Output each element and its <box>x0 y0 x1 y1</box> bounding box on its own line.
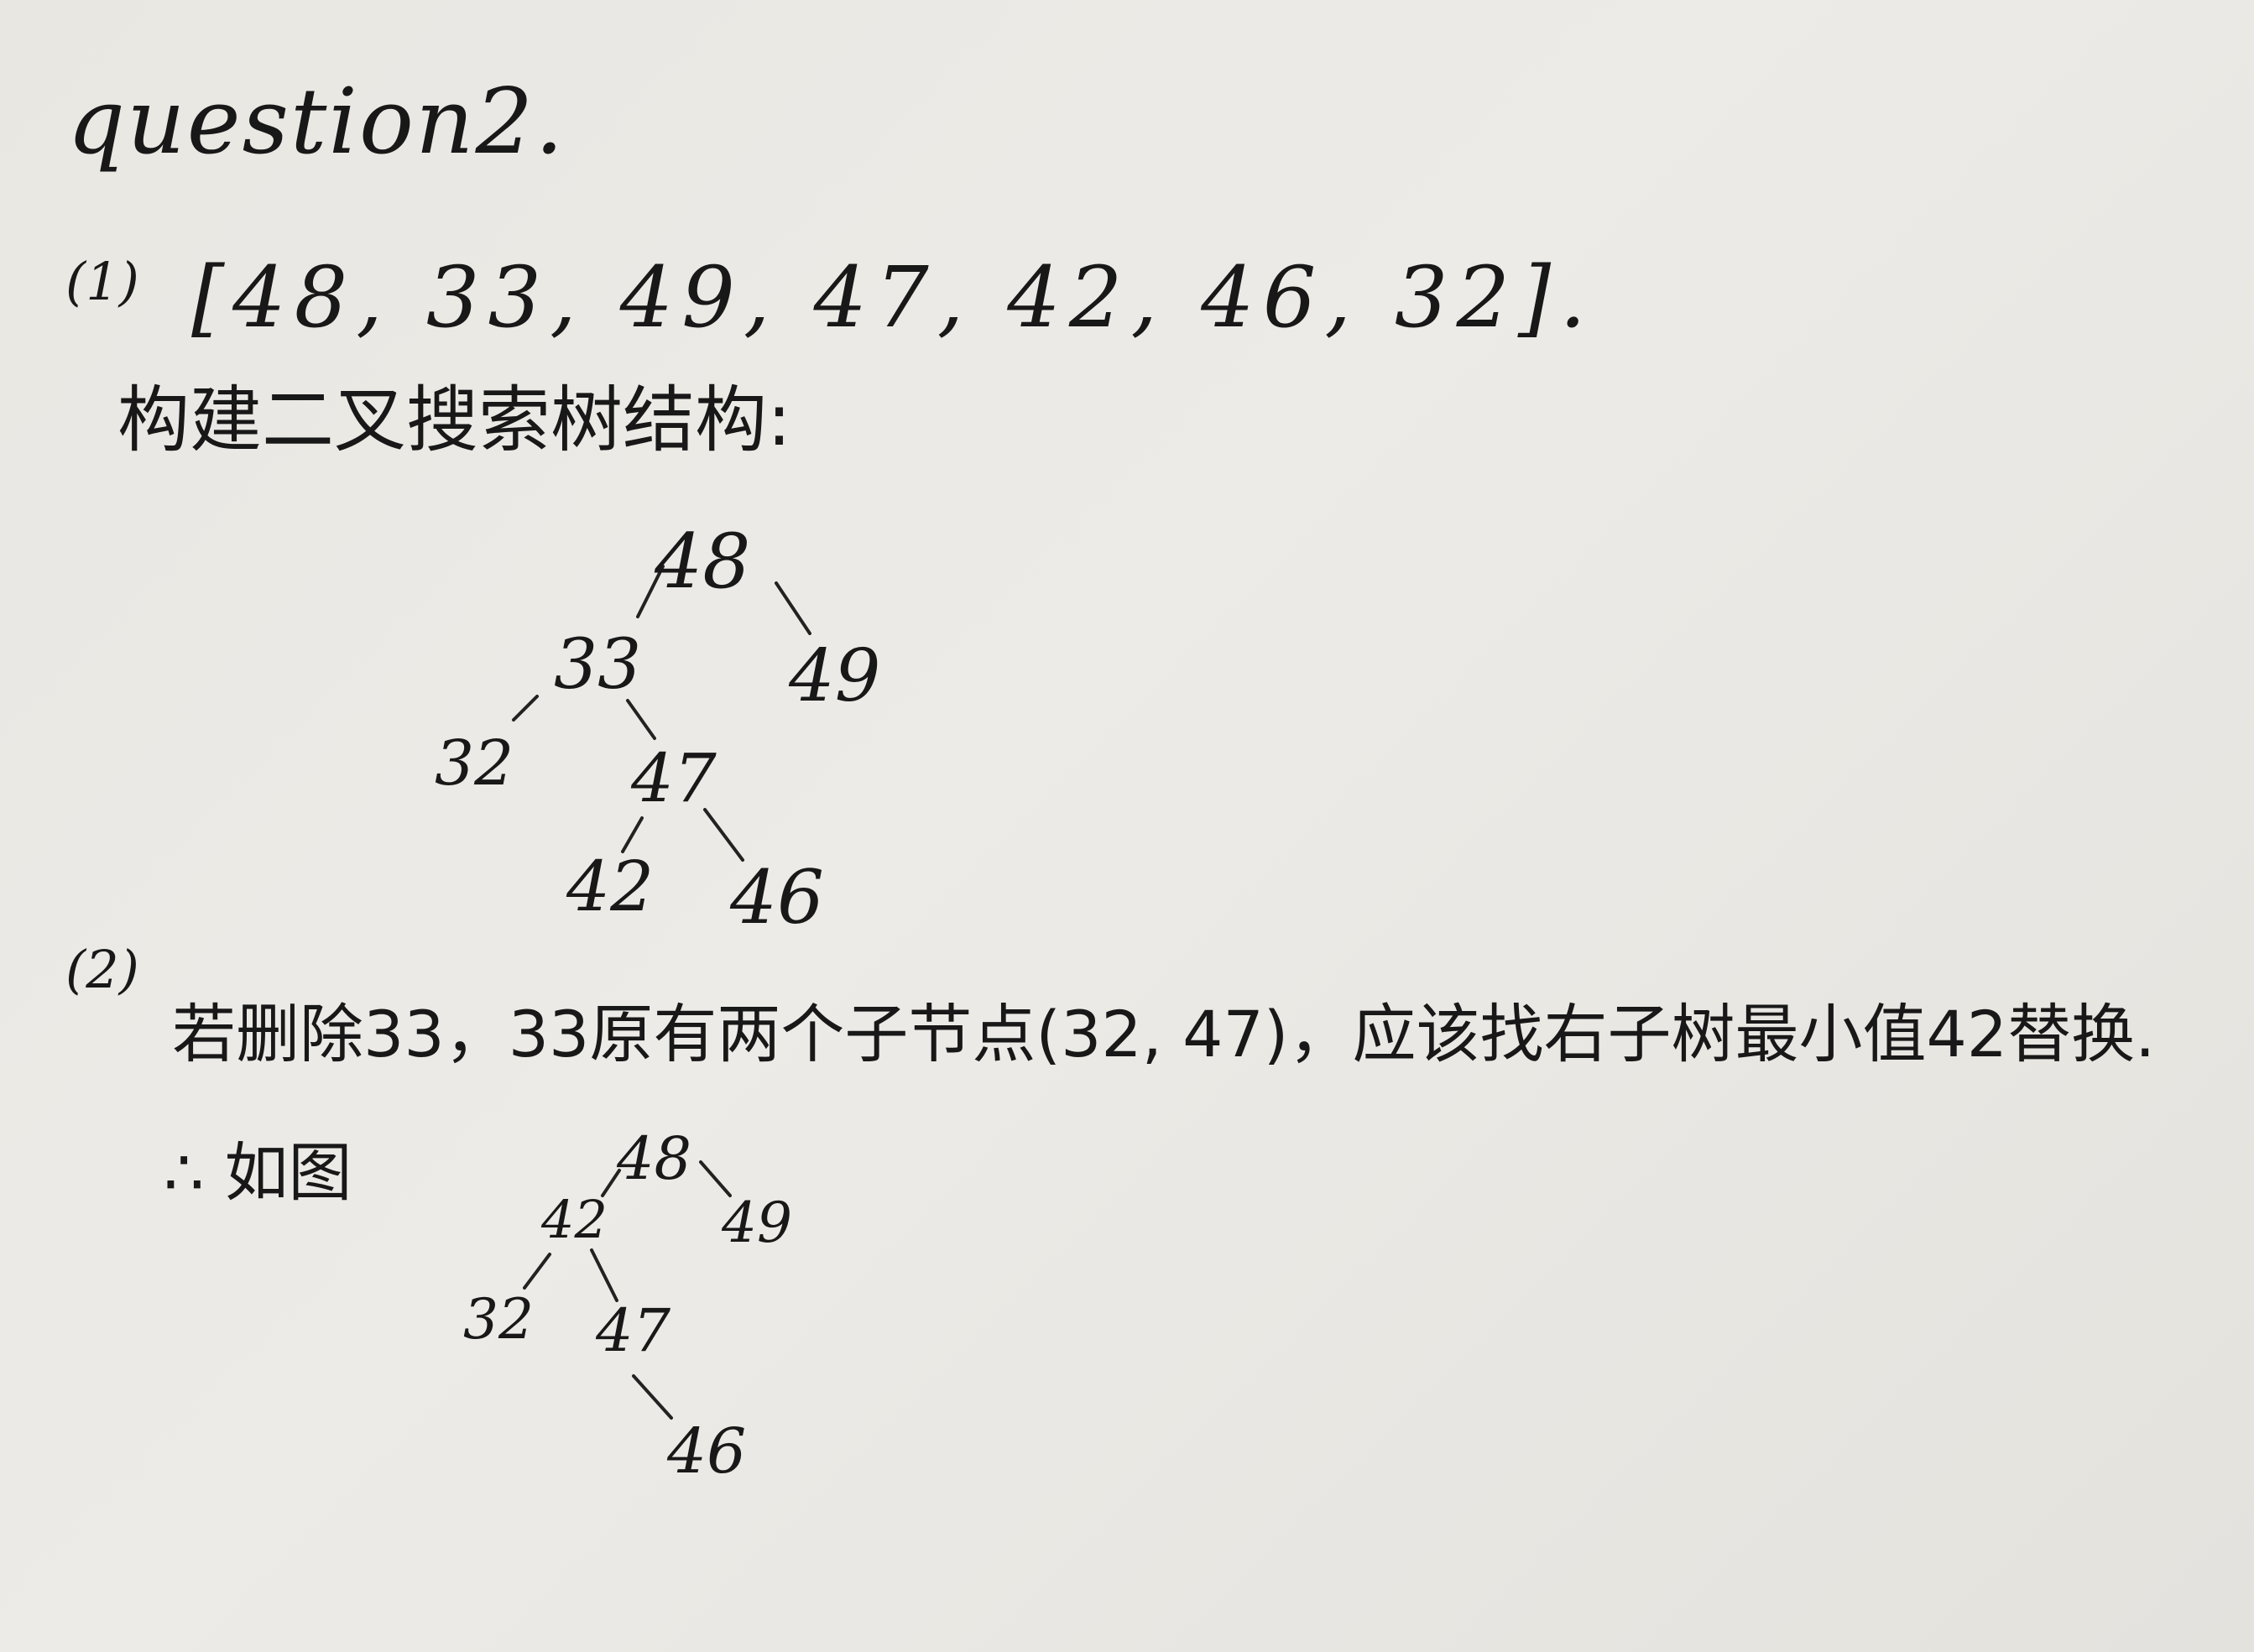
edge-33-32 <box>512 695 539 722</box>
edge2-47-46 <box>632 1374 673 1420</box>
heading: question2. <box>67 70 566 175</box>
edge2-48-42 <box>601 1169 621 1197</box>
part2-explanation: 若删除33，33原有两个子节点(32, 47)，应该找右子树最小值42替换. <box>172 997 2156 1071</box>
node-33: 33 <box>554 625 641 705</box>
part1-label: (1) <box>65 251 139 312</box>
node-48: 48 <box>654 518 751 606</box>
node-46: 46 <box>729 854 824 941</box>
insert-sequence: [48, 33, 49, 47, 42, 46, 32]. <box>191 248 1594 347</box>
edge-48-33 <box>636 565 665 618</box>
node2-47: 47 <box>595 1296 671 1365</box>
node2-48: 48 <box>616 1124 691 1193</box>
edge2-48-49 <box>699 1160 732 1197</box>
node2-32: 32 <box>463 1287 534 1352</box>
part2-conclusion: ∴ 如图 <box>164 1135 352 1210</box>
node2-49: 49 <box>721 1191 792 1255</box>
part1-caption: 构建二叉搜索树结构: <box>117 378 791 462</box>
edge-47-46 <box>703 808 744 862</box>
edge2-42-32 <box>523 1253 551 1290</box>
part2-label: (2) <box>65 939 139 1000</box>
edge-48-49 <box>775 581 811 635</box>
edge-47-42 <box>621 816 644 853</box>
node-49: 49 <box>788 634 880 718</box>
node-42: 42 <box>566 847 654 927</box>
edge-33-47 <box>626 699 656 740</box>
node2-46: 46 <box>666 1415 746 1488</box>
node2-42: 42 <box>540 1189 608 1250</box>
node-32: 32 <box>435 727 514 800</box>
node-47: 47 <box>630 739 717 817</box>
edge2-42-47 <box>590 1248 618 1302</box>
